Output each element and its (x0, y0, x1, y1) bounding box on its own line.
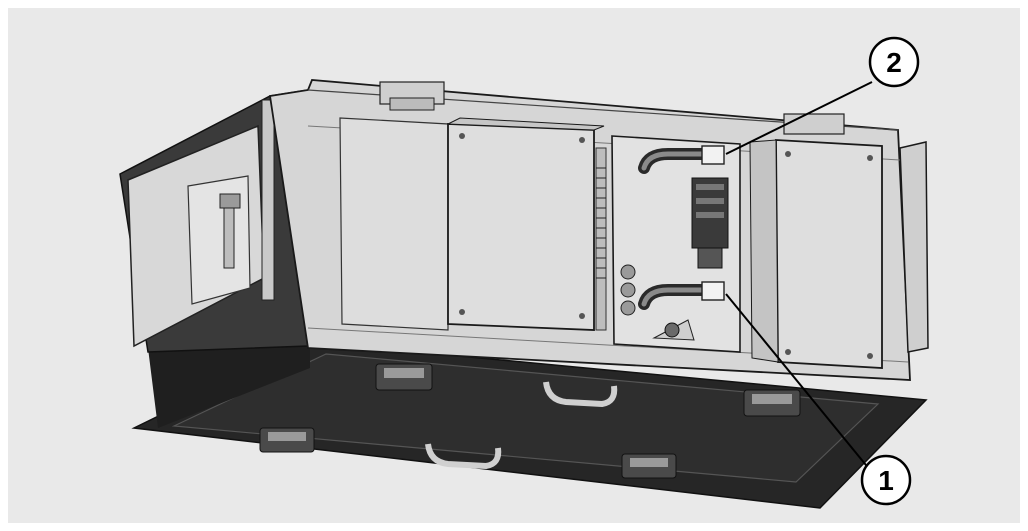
callout-1: 1 (860, 454, 912, 506)
left-side-frame (119, 89, 309, 353)
right-electrical-box (749, 139, 883, 369)
leader-line-1 (725, 293, 871, 471)
fitting-lower (701, 281, 725, 301)
air-handling-unit-drawing: 2 1 (119, 36, 929, 509)
top-handle-right (783, 113, 845, 135)
diagram-canvas: 2 1 (8, 8, 1020, 523)
callout-2: 2 (868, 36, 920, 88)
callout-1-label: 1 (878, 465, 894, 496)
cable-gland (620, 264, 636, 280)
bottom-handle (543, 381, 618, 408)
service-panel (611, 135, 741, 353)
bottom-handle (425, 443, 502, 470)
drain-fitting (664, 322, 680, 338)
leader-line-2 (725, 81, 873, 155)
cable-gland (620, 282, 636, 298)
pump-icon (691, 177, 729, 269)
latches (259, 363, 801, 479)
fitting-upper (701, 145, 725, 165)
left-access-panel (339, 117, 449, 331)
callout-2-label: 2 (886, 47, 902, 78)
right-flange (899, 141, 929, 353)
cable-gland (620, 300, 636, 316)
base-plate (131, 341, 928, 509)
control-box (447, 117, 607, 331)
